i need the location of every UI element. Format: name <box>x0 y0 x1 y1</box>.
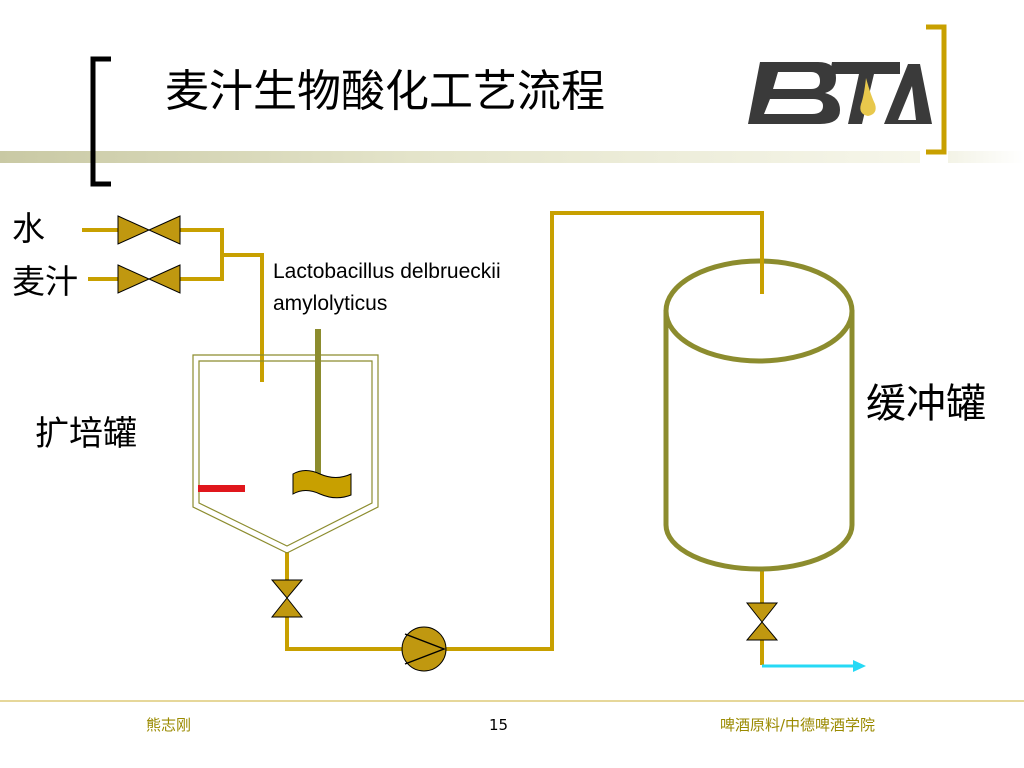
propagation-tank-outer <box>192 354 379 554</box>
right-bracket <box>926 24 947 155</box>
logo-letter-b <box>748 62 840 124</box>
footer-course: 啤酒原料/中德啤酒学院 <box>720 716 876 734</box>
slide-title: 麦汁生物酸化工艺流程 <box>165 66 605 117</box>
header-band <box>0 151 920 163</box>
pump-icon <box>401 626 447 672</box>
buffer-valve-icon <box>745 602 779 641</box>
header-band-right <box>948 151 1024 163</box>
pipe-water-to-manifold <box>180 228 224 255</box>
footer-page-number: 15 <box>489 716 509 734</box>
logo-letter-a <box>884 64 932 124</box>
bta-logo <box>748 62 932 124</box>
organism-line-2: amylolyticus <box>273 292 388 315</box>
label-propagation-tank: 扩培罐 <box>35 414 137 454</box>
pipe-to-pump <box>285 617 402 651</box>
propagation-valve-icon <box>270 579 304 618</box>
left-bracket <box>90 56 111 187</box>
propagation-tank <box>192 354 379 554</box>
label-water: 水 <box>12 209 45 248</box>
buffer-tank-top <box>663 258 855 364</box>
water-valve-icon <box>117 215 181 245</box>
pipe-manifold-to-tank <box>222 253 264 382</box>
buffer-tank <box>663 258 855 572</box>
agitator-blade-icon <box>292 470 352 499</box>
logo-drop-icon <box>860 78 876 116</box>
organism-line-1: Lactobacillus delbrueckii <box>273 260 501 283</box>
buffer-tank-body <box>663 310 855 572</box>
heater-element <box>198 485 245 492</box>
outlet-arrow <box>762 660 866 672</box>
footer-author: 熊志刚 <box>146 716 192 734</box>
wort-valve-icon <box>117 264 181 294</box>
organism-name: Lactobacillus delbrueckii amylolyticus <box>273 256 501 320</box>
propagation-tank-inner <box>198 360 373 547</box>
agitator-shaft <box>315 329 321 474</box>
label-buffer-tank: 缓冲罐 <box>866 381 986 427</box>
label-wort: 麦汁 <box>12 262 78 301</box>
pipe-wort-to-manifold <box>180 255 224 281</box>
footer-rule <box>0 700 1024 702</box>
